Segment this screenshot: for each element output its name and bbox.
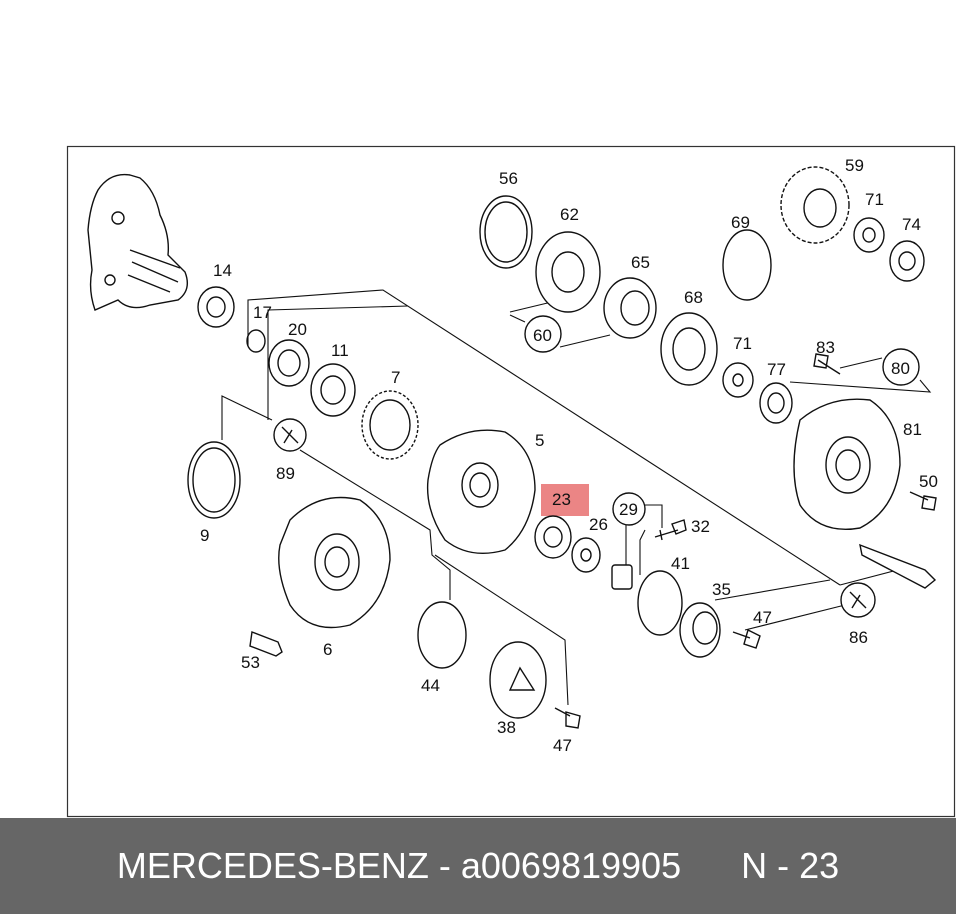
callout-29-circle [612,492,646,526]
callout-label: 68 [684,288,703,307]
callout-label: 38 [497,718,516,737]
callout-label: 41 [671,554,690,573]
callout-label: 9 [200,526,209,545]
washer-71-mid-drawing [722,362,754,398]
callout-label: 71 [733,334,752,353]
flange-68-drawing [660,312,718,386]
gasket-44-drawing [417,601,467,669]
bolt-50-drawing [909,491,937,511]
ring-gear-7-drawing [361,390,419,460]
ring-56-drawing [479,195,533,269]
bearing-11-drawing [310,363,356,417]
callout-label: 65 [631,253,650,272]
callout-labels: 14 17 20 11 7 9 89 5 23 26 29 32 6 53 44… [200,156,938,755]
seal-14-drawing [197,286,235,328]
bearing-23-drawing [534,515,572,559]
ring-17-drawing [246,329,266,353]
bracket-drawing [611,564,633,590]
callout-label: 74 [902,215,921,234]
bolt-83-drawing [813,353,841,375]
callout-label: 83 [816,338,835,357]
footer-bar: MERCEDES-BENZ - a0069819905 N - 23 [0,818,956,914]
bolt-47-bottom-drawing [554,707,581,729]
callout-label: 14 [213,261,232,280]
tool-89-icon [273,418,307,452]
position-label: N - 23 [741,845,840,886]
flange-62-drawing [535,231,601,313]
callout-label: 86 [849,628,868,647]
ring-9-drawing [187,441,241,519]
callout-label: 44 [421,676,440,695]
tool-86-icon [840,582,876,618]
callout-label: 11 [331,341,349,360]
washer-71-top-drawing [853,217,885,253]
bearing-65-drawing [603,277,657,339]
cover-35-drawing [679,602,721,658]
flange-6-drawing [278,496,391,629]
part-number: a0069819905 [460,845,682,886]
callout-60-circle [524,315,562,353]
callout-label: 47 [753,608,772,627]
ring-69-drawing [722,229,772,301]
callout-label: 56 [499,169,518,188]
bolt-32-drawing [654,519,687,541]
callout-label: 47 [553,736,572,755]
callout-label: 32 [691,517,710,536]
transfer-case-housing-drawing [87,173,188,311]
caption-gap [681,845,741,887]
callout-80-circle [882,348,920,386]
callout-label: 71 [865,190,884,209]
callout-label: 6 [323,640,332,659]
callout-label: 89 [276,464,295,483]
callout-label: 20 [288,320,307,339]
callout-23-highlight [541,484,589,516]
callout-label: 23 [552,490,571,509]
footer-caption: MERCEDES-BENZ - a0069819905 N - 23 [0,818,956,914]
seal-77-drawing [759,382,793,424]
stud-53-drawing [249,631,283,657]
gear-59-drawing [780,166,850,244]
callout-label: 59 [845,156,864,175]
callout-label: 62 [560,205,579,224]
caption-separator: - [428,845,461,886]
callout-label: 53 [241,653,260,672]
tube-drawing [859,543,937,589]
nut-74-drawing [889,240,925,282]
callout-label: 77 [767,360,786,379]
callout-label: 50 [919,472,938,491]
housing-5-drawing [426,429,536,555]
callout-label: 26 [589,515,608,534]
callout-label: 7 [391,368,400,387]
cover-38-drawing [489,641,547,719]
exploded-parts-diagram: 14 17 20 11 7 9 89 5 23 26 29 32 6 53 44… [66,145,956,818]
seal-20-drawing [268,339,310,387]
callout-label: 29 [619,500,638,519]
flange-81-drawing [793,398,901,530]
bolt-47-right-drawing [732,628,761,649]
brand-name: MERCEDES-BENZ [116,845,429,886]
callout-label: 60 [533,326,552,345]
callout-label: 69 [731,213,750,232]
callout-label: 5 [535,431,544,450]
callout-label: 80 [891,359,910,378]
callout-label: 35 [712,580,731,599]
washer-26-drawing [571,537,601,573]
callout-label: 81 [903,420,922,439]
gasket-41-drawing [637,570,683,636]
callout-label: 17 [253,303,272,322]
